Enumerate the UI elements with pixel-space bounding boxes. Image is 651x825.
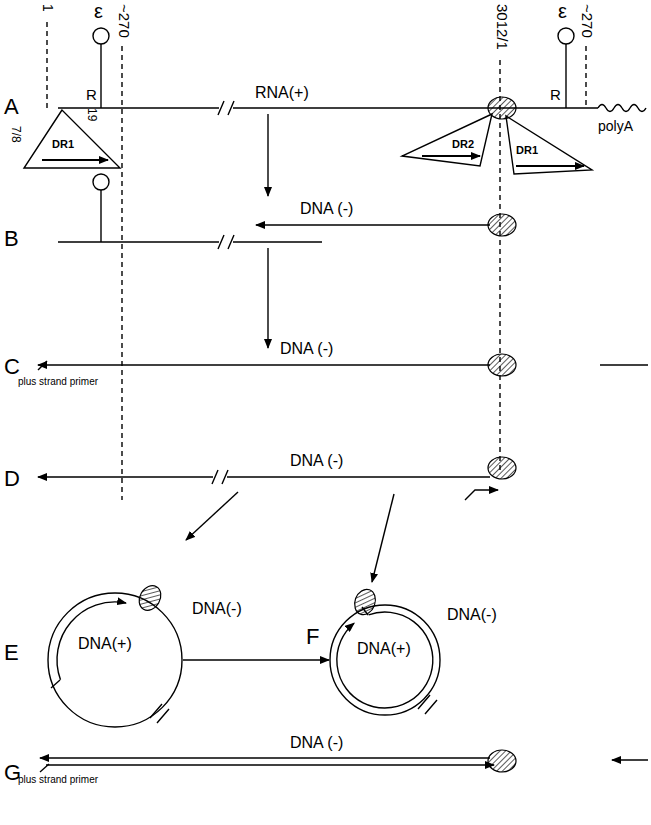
diagram-label: DNA (-) bbox=[290, 452, 343, 470]
diagram-label: ε bbox=[558, 0, 567, 23]
diagram-label: E bbox=[4, 640, 19, 665]
direct-repeat-triangle: DR1 bbox=[500, 116, 596, 176]
diagram-label: R bbox=[86, 86, 97, 103]
node-outline bbox=[47, 592, 183, 728]
diagram-label: C bbox=[4, 354, 20, 379]
diagram-label: DNA (-) bbox=[280, 340, 333, 358]
diagram-label: DNA (-) bbox=[290, 734, 343, 752]
direct-repeat-triangle: DR1 bbox=[22, 110, 122, 170]
diagram-label: plus strand primer bbox=[18, 774, 98, 786]
position-number: 19 bbox=[84, 108, 98, 121]
direct-repeat-triangle: DR2 bbox=[400, 112, 494, 168]
node-label: DR1 bbox=[516, 144, 538, 157]
diagram-label: F bbox=[306, 624, 319, 649]
circular-dna: DNA(+)DNA(-) bbox=[47, 592, 183, 728]
diagram-label: ε bbox=[94, 0, 103, 23]
diagram-label: D bbox=[4, 466, 20, 491]
diagram-label: DNA (-) bbox=[300, 200, 353, 218]
diagram-label: R bbox=[550, 86, 561, 103]
circular-dna: DNA(+)DNA(-) bbox=[329, 604, 441, 716]
node-label: DR2 bbox=[452, 138, 474, 151]
position-number: 1 bbox=[40, 4, 56, 12]
node-outline bbox=[329, 604, 441, 716]
node-outline bbox=[500, 116, 596, 176]
node-label: DR1 bbox=[52, 138, 74, 151]
node-label: DNA(+) bbox=[78, 635, 132, 653]
position-number: ~270 bbox=[116, 4, 133, 38]
position-number: 3012/1 bbox=[494, 4, 511, 50]
node-label: DNA(+) bbox=[357, 640, 411, 658]
diagram-label: polyA bbox=[598, 118, 633, 134]
diagram-label: A bbox=[4, 94, 19, 119]
flow-arrow bbox=[183, 659, 329, 660]
position-number: 7/8 bbox=[8, 126, 22, 143]
node-label: DNA(-) bbox=[192, 600, 242, 618]
node-outline bbox=[400, 112, 494, 168]
diagram-label: plus strand primer bbox=[18, 376, 98, 388]
diagram-label: B bbox=[4, 226, 19, 251]
node-label: DNA(-) bbox=[447, 606, 497, 624]
position-number: ~270 bbox=[579, 4, 596, 38]
diagram-label: RNA(+) bbox=[255, 84, 309, 102]
